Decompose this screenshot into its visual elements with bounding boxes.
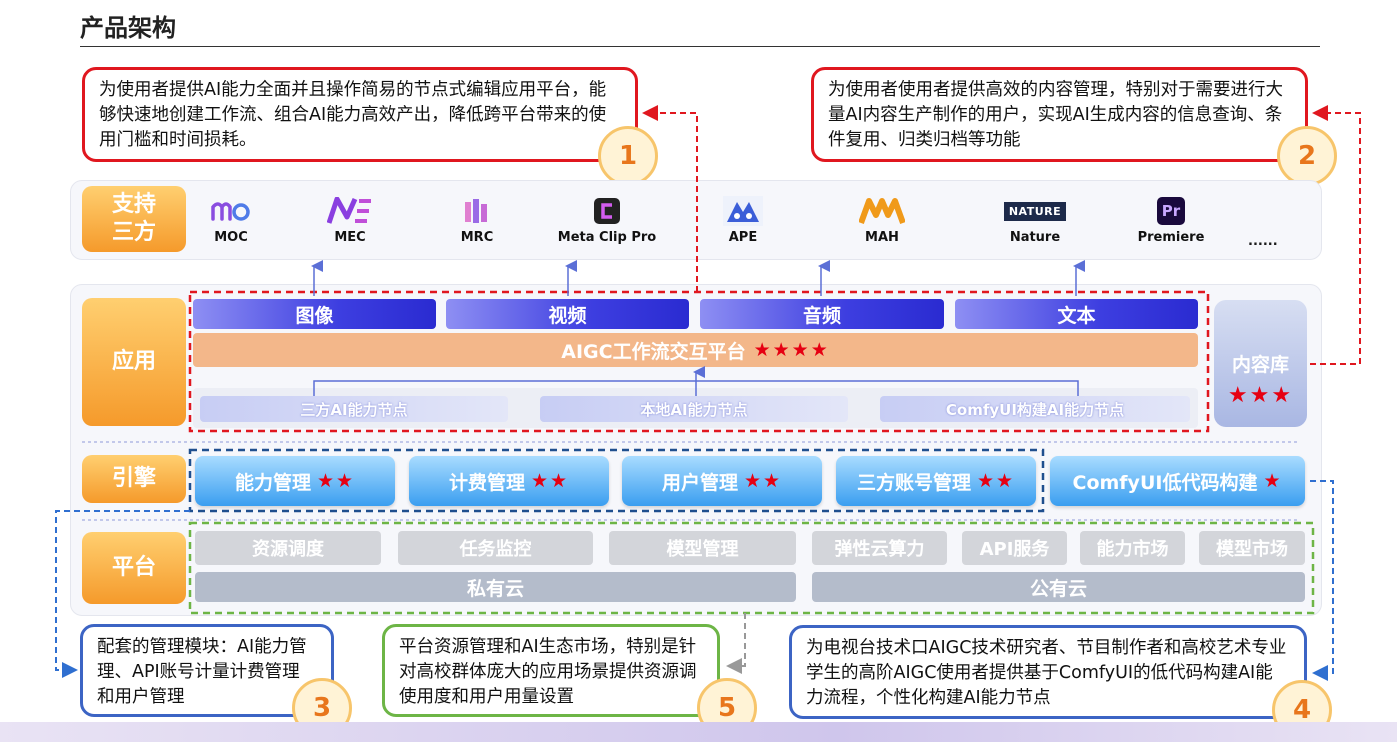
vendor-ape: APE xyxy=(688,196,798,245)
tab-audio[interactable]: 音频 xyxy=(700,299,944,329)
content-library-label: 内容库 xyxy=(1231,354,1289,376)
nature-logo-icon: NATURE xyxy=(1003,201,1067,221)
mec-logo-icon xyxy=(295,196,405,226)
platform-elastic-compute[interactable]: 弹性云算力 xyxy=(812,531,947,565)
mrc-logo-icon xyxy=(422,196,532,226)
vendor-name: MOC xyxy=(214,230,248,245)
engine-label: ComfyUI低代码构建 xyxy=(1072,471,1258,494)
aigc-platform-stars: ★★★★ xyxy=(753,339,830,361)
engine-stars: ★★ xyxy=(316,470,356,492)
page-title: 产品架构 xyxy=(80,14,176,42)
node-local-ai[interactable]: 本地AI能力节点 xyxy=(540,396,848,422)
badge-2: 2 xyxy=(1277,126,1337,186)
vendor-name: Nature xyxy=(1009,230,1061,245)
callout-1: 为使用者提供AI能力全面并且操作简易的节点式编辑应用平台，能够快速地创建工作流、… xyxy=(82,67,638,162)
layer-label-engine: 引擎 xyxy=(82,455,186,503)
vendor-mrc: MRC xyxy=(422,196,532,245)
mah-logo-icon xyxy=(827,196,937,226)
vendor-more: ...... xyxy=(1248,234,1278,249)
premiere-logo-icon: Pr xyxy=(1157,197,1185,225)
engine-label: 能力管理 xyxy=(234,471,311,494)
vendor-nature: NATURE Nature xyxy=(980,196,1090,245)
tab-image[interactable]: 图像 xyxy=(193,299,436,329)
vendor-name: MRC xyxy=(460,230,494,245)
vendor-name: MAH xyxy=(865,230,899,245)
platform-resource-scheduling[interactable]: 资源调度 xyxy=(195,531,381,565)
vendor-metaclip: Meta Clip Pro xyxy=(552,196,662,245)
vendor-mah: MAH xyxy=(827,196,937,245)
vendor-premiere: Pr Premiere xyxy=(1116,196,1226,245)
platform-model-market[interactable]: 模型市场 xyxy=(1199,531,1305,565)
vendor-moc: MOC xyxy=(176,196,286,245)
tab-video[interactable]: 视频 xyxy=(446,299,689,329)
vendor-name: MEC xyxy=(334,230,366,245)
tab-text[interactable]: 文本 xyxy=(955,299,1198,329)
engine-stars: ★ xyxy=(1263,470,1283,492)
node-third-party-ai[interactable]: 三方AI能力节点 xyxy=(200,396,508,422)
engine-billing-management[interactable]: 计费管理★★ xyxy=(409,456,609,506)
engine-label: 三方账号管理 xyxy=(856,471,971,494)
platform-capability-market[interactable]: 能力市场 xyxy=(1080,531,1185,565)
engine-stars: ★★ xyxy=(976,470,1016,492)
engine-stars: ★★ xyxy=(530,470,570,492)
aigc-workflow-platform[interactable]: AIGC工作流交互平台 ★★★★ xyxy=(193,333,1198,367)
platform-task-monitoring[interactable]: 任务监控 xyxy=(398,531,593,565)
content-library-stars: ★★★ xyxy=(1227,383,1294,408)
bottom-decorative-strip xyxy=(0,722,1397,742)
platform-api-service[interactable]: API服务 xyxy=(962,531,1067,565)
engine-label: 用户管理 xyxy=(661,471,738,494)
engine-user-management[interactable]: 用户管理★★ xyxy=(622,456,822,506)
public-cloud[interactable]: 公有云 xyxy=(812,572,1305,602)
moc-logo-icon xyxy=(176,196,286,226)
badge-1: 1 xyxy=(598,126,658,186)
title-divider xyxy=(80,46,1320,47)
engine-comfyui-lowcode[interactable]: ComfyUI低代码构建★ xyxy=(1050,456,1305,506)
engine-capability-management[interactable]: 能力管理★★ xyxy=(195,456,395,506)
platform-model-management[interactable]: 模型管理 xyxy=(609,531,796,565)
engine-label: 计费管理 xyxy=(448,471,525,494)
vendor-name: APE xyxy=(728,230,758,245)
content-library[interactable]: 内容库 ★★★ xyxy=(1214,300,1307,427)
layer-label-app: 应用 xyxy=(82,298,186,426)
ape-logo-icon xyxy=(688,196,798,226)
engine-stars: ★★ xyxy=(743,470,783,492)
vendor-mec: MEC xyxy=(295,196,405,245)
vendor-name: Premiere xyxy=(1137,230,1205,245)
callout-4: 为电视台技术口AIGC技术研究者、节目制作者和高校艺术专业学生的高阶AIGC使用… xyxy=(789,625,1307,719)
connector-callout-5 xyxy=(726,613,746,674)
private-cloud[interactable]: 私有云 xyxy=(195,572,796,602)
callout-2: 为使用者使用者提供高效的内容管理，特别对于需要进行大量AI内容生产制作的用户，实… xyxy=(811,67,1308,162)
callout-5: 平台资源管理和AI生态市场，特别是针对高校群体庞大的应用场景提供资源调使用度和用… xyxy=(382,624,720,717)
layer-label-support: 支持三方 xyxy=(82,186,186,252)
node-comfyui-ai[interactable]: ComfyUI构建AI能力节点 xyxy=(880,396,1190,422)
engine-third-party-accounts[interactable]: 三方账号管理★★ xyxy=(836,456,1036,506)
metaclip-logo-icon xyxy=(552,196,662,226)
layer-label-platform: 平台 xyxy=(82,532,186,604)
layer-label-support-text: 支持三方 xyxy=(111,192,156,245)
vendor-name: Meta Clip Pro xyxy=(557,230,657,245)
aigc-platform-label: AIGC工作流交互平台 xyxy=(561,340,746,363)
